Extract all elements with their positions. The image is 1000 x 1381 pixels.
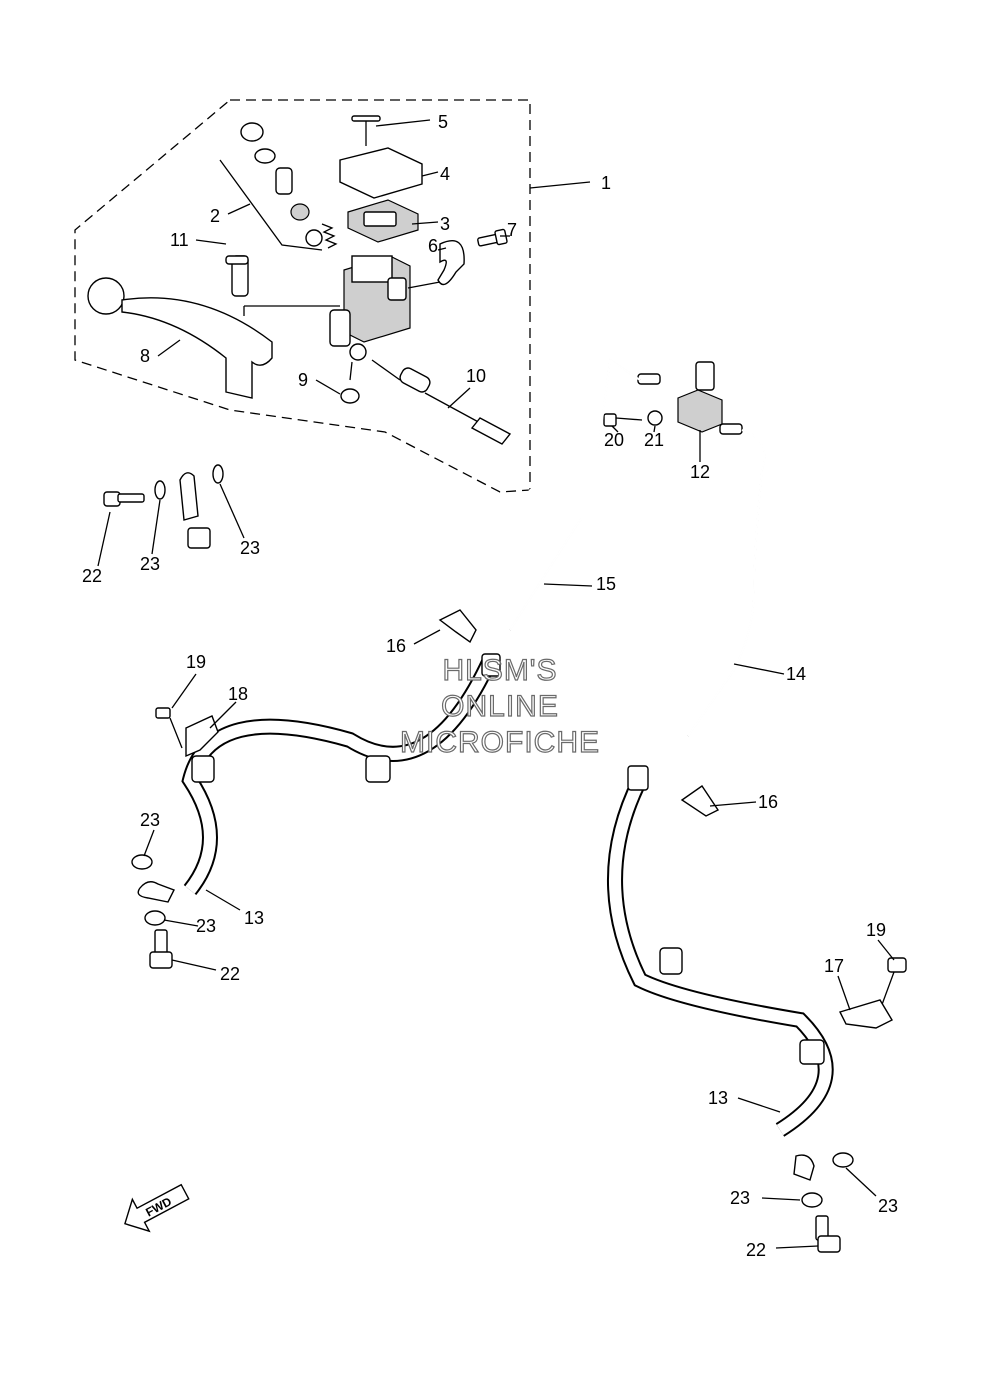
callout-23-right-b: 23 [730, 1188, 750, 1208]
reservoir-cover-parts [339, 115, 423, 243]
holder-bracket [407, 228, 508, 289]
brake-switch [371, 359, 512, 445]
upper-brake-hose [187, 276, 726, 605]
callout-7: 7 [507, 220, 517, 240]
callout-23-left-b: 23 [196, 916, 216, 936]
callout-22-right: 22 [746, 1240, 766, 1260]
callout-5: 5 [438, 112, 448, 132]
callout-13-right: 13 [708, 1088, 728, 1108]
junction-block [603, 361, 743, 435]
callout-11: 11 [170, 230, 189, 250]
watermark-line-2: ONLINE [441, 690, 559, 723]
callout-23-right-a: 23 [878, 1196, 898, 1216]
piston-kit-parts [219, 122, 338, 251]
brake-pipes [509, 358, 766, 737]
callout-12: 12 [690, 462, 710, 482]
callout-16-upper: 16 [386, 636, 406, 656]
callout-19-right: 19 [866, 920, 886, 940]
callout-13-left: 13 [244, 908, 264, 928]
callout-22-upper: 22 [82, 566, 102, 586]
nut [340, 388, 360, 404]
bracket-left [155, 707, 219, 758]
master-cylinder-body [329, 255, 411, 361]
callout-9: 9 [298, 370, 308, 390]
callout-14: 14 [786, 664, 806, 684]
callout-3: 3 [440, 214, 450, 234]
leader-lines [97, 119, 895, 1249]
brake-lever [87, 255, 340, 399]
callout-21: 21 [644, 430, 664, 450]
callout-17: 17 [824, 956, 844, 976]
left-lower-hose [137, 653, 501, 903]
callout-23-upper-a: 23 [140, 554, 160, 574]
callout-15: 15 [596, 574, 616, 594]
bracket-right [839, 957, 907, 1029]
watermark-line-1: HLSM'S [442, 654, 557, 687]
hose-clamp-upper [438, 609, 477, 644]
callout-8: 8 [140, 346, 150, 366]
callout-10: 10 [466, 366, 486, 386]
watermark: HLSM'S ONLINE MICROFICHE [399, 653, 600, 759]
callout-23-left-a: 23 [140, 810, 160, 830]
callout-18: 18 [228, 684, 248, 704]
callout-16-right: 16 [758, 792, 778, 812]
forward-arrow: FWD [124, 1183, 190, 1233]
right-lower-hose [607, 765, 834, 1181]
callout-6: 6 [428, 236, 438, 256]
callout-22-left: 22 [220, 964, 240, 984]
callout-1: 1 [601, 173, 611, 193]
callout-labels: 1 2 3 4 5 6 7 8 9 10 11 12 13 13 14 15 1… [82, 112, 898, 1260]
callout-20: 20 [604, 430, 624, 450]
callout-2: 2 [210, 206, 220, 226]
watermark-line-3: MICROFICHE [400, 726, 600, 759]
callout-4: 4 [440, 164, 450, 184]
hose-clamp-right [680, 785, 720, 817]
assembly-boundary [74, 99, 531, 493]
callout-19-left: 19 [186, 652, 206, 672]
callout-23-upper-b: 23 [240, 538, 260, 558]
banjo-fitting-upper [103, 464, 224, 521]
